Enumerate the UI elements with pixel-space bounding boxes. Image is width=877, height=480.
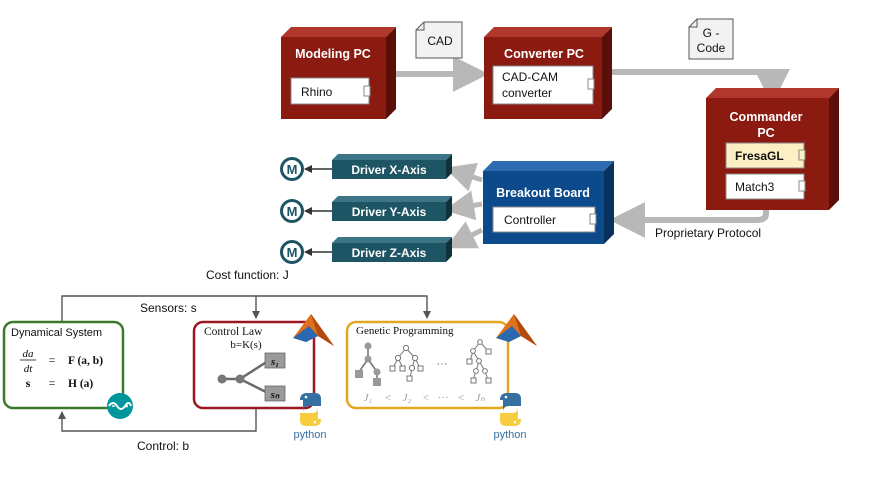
cad-cam-label-2: converter (502, 86, 552, 100)
python-label-control-law: python (293, 429, 326, 441)
gcode-label-1: G - (703, 26, 720, 40)
driver-y-axis: Driver Y-Axis (332, 196, 452, 221)
gcode-note: G - Code (688, 18, 734, 60)
gcode-label-2: Code (697, 41, 726, 55)
controller-component (492, 206, 596, 233)
port-icon (363, 85, 371, 97)
match3-component (725, 173, 805, 200)
eq1-numerator: da (23, 348, 35, 360)
motor-z-symbol: M (287, 245, 298, 260)
commander-pc-title-2: PC (757, 126, 774, 140)
motor-z: M (280, 240, 304, 264)
rank-j2: J₂ (403, 392, 412, 404)
eq2-rhs: H (a) (68, 378, 93, 390)
fresagl-label: FresaGL (735, 149, 784, 163)
control-line (58, 407, 257, 432)
arrow-converter-to-commander (612, 68, 790, 105)
arrow-board-to-driver-y (444, 190, 483, 221)
rhino-label: Rhino (301, 85, 333, 99)
matlab-icon (293, 314, 334, 346)
cad-cam-component (492, 65, 594, 105)
rank-lt-1: < (385, 392, 391, 404)
eq1-equals: = (49, 353, 56, 367)
genetic-programming: Genetic Programming · (345, 320, 510, 410)
protocol-label: Proprietary Protocol (655, 226, 761, 240)
cad-note: CAD (415, 21, 463, 59)
leaf-sn: sₙ (270, 389, 280, 401)
motor-y: M (280, 199, 304, 223)
motor-icon (280, 240, 304, 264)
arrow-board-to-driver-x (444, 162, 483, 192)
converter-pc: Converter PC CAD-CAM converter (484, 27, 612, 119)
dynamical-system-title: Dynamical System (11, 327, 102, 339)
cad-cam-label-1: CAD-CAM (502, 70, 558, 84)
controller-label: Controller (504, 213, 556, 227)
motor-y-symbol: M (287, 204, 298, 219)
motor-x-symbol: M (287, 162, 298, 177)
dynamical-system: Dynamical System da dt = F (a, b) s = H … (2, 320, 125, 410)
pipeline-arrows (389, 56, 790, 249)
python-icon: python (293, 393, 327, 441)
motor-arrows (304, 165, 332, 256)
note-icon (415, 21, 463, 59)
driver-y-label: Driver Y-Axis (352, 205, 427, 219)
arrow-board-to-driver-z (445, 221, 484, 249)
python-label-gp: python (493, 429, 526, 441)
sensors-line (61, 295, 431, 322)
driver-x-label: Driver X-Axis (351, 163, 427, 177)
driver-z-label: Driver Z-Axis (352, 246, 427, 260)
motor-icon (280, 199, 304, 223)
arrow-commander-to-board (609, 202, 769, 238)
motor-x: M (280, 157, 304, 181)
match3-label: Match3 (735, 180, 775, 194)
control-law-formula: b=K(s) (230, 339, 262, 351)
rank-ellipsis: ··· (438, 392, 449, 404)
port-icon (798, 149, 806, 161)
gp-ellipsis: ··· (437, 358, 448, 370)
driver-x-axis: Driver X-Axis (332, 154, 452, 179)
motor-icon (280, 157, 304, 181)
cost-function-label: Cost function: J (206, 268, 289, 282)
genetic-programming-title: Genetic Programming (356, 325, 454, 337)
eq1-rhs: F (a, b) (68, 355, 103, 367)
control-law-title: Control Law (204, 326, 263, 338)
arduino-icon (107, 393, 133, 419)
port-icon (589, 213, 597, 225)
modeling-pc-title: Modeling PC (295, 47, 371, 61)
cad-label: CAD (427, 34, 453, 48)
sensors-label: Sensors: s (140, 301, 197, 315)
control-law: Control Law b=K(s) s₁ sₙ (192, 320, 316, 410)
driver-z-axis: Driver Z-Axis (332, 237, 452, 262)
modeling-pc: Modeling PC Rhino (281, 27, 396, 119)
eq1-denominator: dt (24, 363, 34, 375)
rank-jn: Jₙ (475, 392, 485, 404)
note-icon (688, 18, 734, 60)
eq2-lhs: s (26, 376, 31, 390)
port-icon (798, 180, 806, 192)
leaf-s1: s₁ (270, 356, 279, 368)
python-icon: python (493, 393, 527, 441)
rank-lt-2: < (423, 392, 429, 404)
eq2-equals: = (49, 376, 56, 390)
converter-pc-title: Converter PC (504, 47, 584, 61)
matlab-icon (496, 314, 537, 346)
rank-j1: J₁ (364, 392, 373, 404)
breakout-board-title: Breakout Board (496, 186, 590, 200)
rank-lt-3: < (458, 392, 464, 404)
breakout-board: Breakout Board Controller (483, 161, 614, 244)
feedback-lines (58, 295, 431, 432)
port-icon (587, 78, 595, 90)
commander-pc: Commander PC FresaGL Match3 (706, 88, 839, 210)
control-label: Control: b (137, 439, 189, 453)
commander-pc-title-1: Commander (730, 110, 803, 124)
